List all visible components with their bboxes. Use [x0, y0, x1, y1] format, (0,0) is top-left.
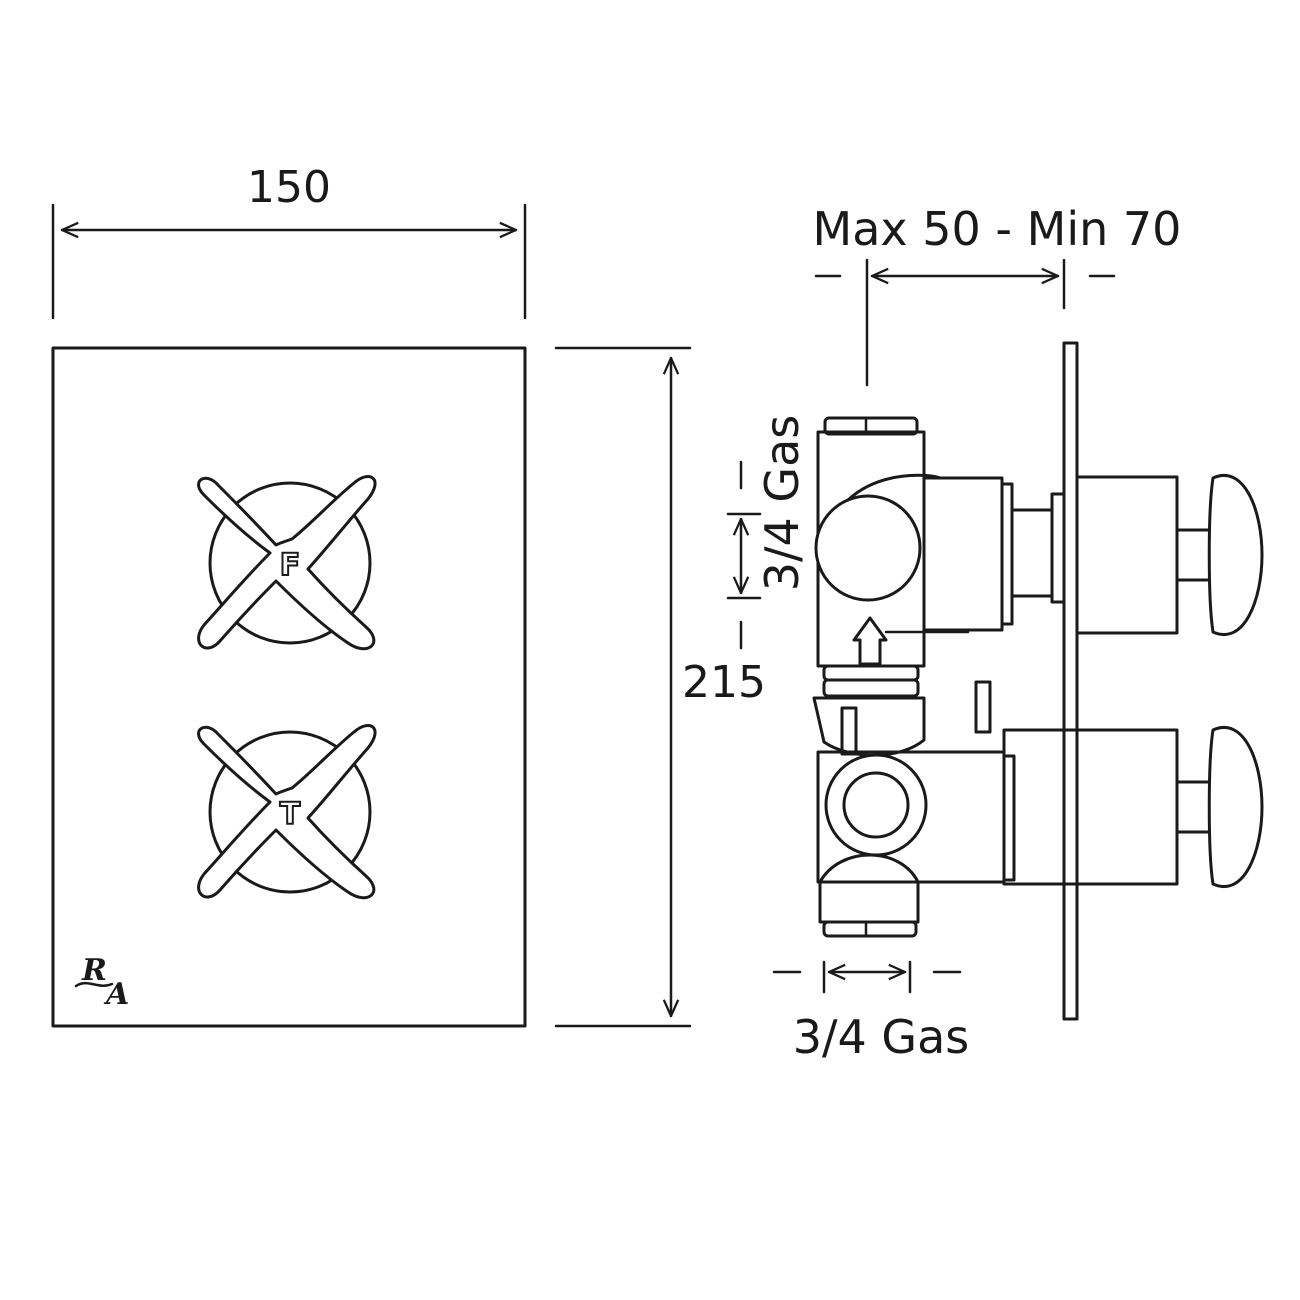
- cover-plate: [51, 346, 527, 1028]
- lower-handle-knob: [1207, 726, 1264, 888]
- height-dimension: 215: [554, 346, 766, 1028]
- width-label: 150: [247, 162, 331, 213]
- inlet-dimension: 3/4 Gas: [772, 960, 969, 1064]
- upper-valve-body: [814, 416, 1066, 682]
- lower-port-inner: [842, 771, 910, 839]
- lower-lever-left: [840, 706, 858, 756]
- upper-bottom-nut: [822, 664, 920, 682]
- flow-arrow-icon: [852, 616, 888, 666]
- logo-swash: [74, 981, 114, 988]
- upper-handle: [1075, 474, 1264, 636]
- outlet-dimension: 3/4 Gas: [726, 415, 809, 650]
- wall-plate: [1062, 341, 1079, 1021]
- handle-letter-f: F: [280, 548, 301, 583]
- width-dimension: 150: [51, 162, 527, 320]
- upper-top-nut: [823, 416, 919, 436]
- handle-f: F: [197, 474, 377, 651]
- upper-handle-knob: [1207, 474, 1264, 636]
- handle-t: T: [197, 723, 377, 900]
- lower-handle: [1002, 726, 1264, 888]
- lower-valve-body: [812, 678, 1016, 938]
- lower-lever-right: [974, 680, 992, 734]
- logo-letter-a: A: [103, 977, 129, 1012]
- upper-port-circle: [814, 494, 922, 602]
- side-view: Max 50 - Min 70: [726, 202, 1264, 1064]
- inlet-label: 3/4 Gas: [793, 1010, 969, 1064]
- depth-label: Max 50 - Min 70: [813, 202, 1182, 256]
- upper-handle-rosette: [1075, 475, 1179, 635]
- brand-logo: R A: [74, 953, 129, 1012]
- outlet-label: 3/4 Gas: [755, 415, 809, 591]
- handle-letter-t: T: [280, 797, 301, 832]
- lower-handle-rosette: [1075, 728, 1179, 886]
- depth-dimension: Max 50 - Min 70: [813, 202, 1182, 387]
- lower-bottom-nut: [822, 920, 918, 938]
- height-label: 215: [682, 657, 766, 708]
- upper-spindle-housing: [922, 476, 1004, 632]
- front-view: 150 F T R A 215: [51, 162, 766, 1028]
